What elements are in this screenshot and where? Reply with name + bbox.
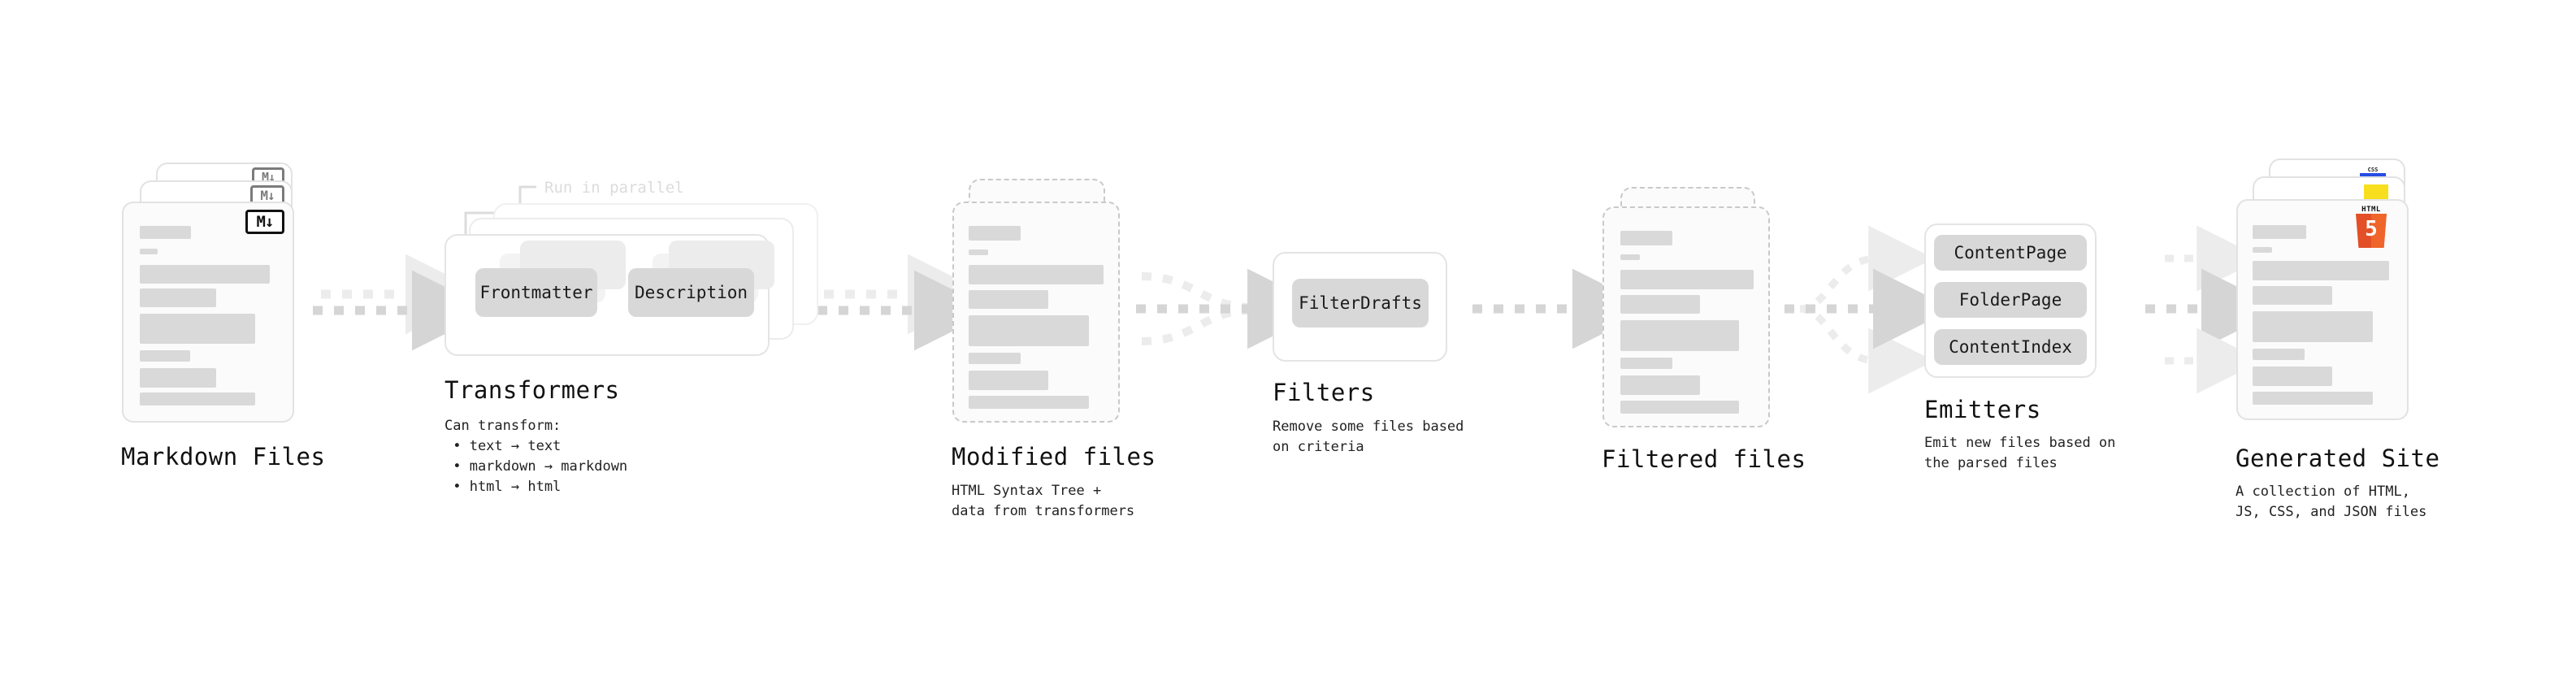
skeleton-block-4 xyxy=(2253,349,2305,360)
skeleton-block-4 xyxy=(1620,358,1672,369)
skeleton-block-1 xyxy=(140,265,270,284)
skeleton-title xyxy=(140,226,191,239)
skeleton-subtitle xyxy=(2253,247,2272,253)
generated-file-stack: CSS HTML 5 xyxy=(2236,158,2448,427)
skeleton-block-1 xyxy=(969,265,1104,284)
stage-desc-transformers: Can transform: • text → text • markdown … xyxy=(445,418,628,495)
skeleton-title xyxy=(969,226,1021,241)
stage-title-modified: Modified files xyxy=(952,443,1156,471)
skeleton-block-4 xyxy=(969,353,1021,364)
skeleton-block-3 xyxy=(969,315,1089,346)
skeleton-block-2 xyxy=(140,288,216,307)
stage-title-generated: Generated Site xyxy=(2236,445,2440,472)
stage-title-transformers: Transformers xyxy=(445,376,620,404)
skeleton-block-1 xyxy=(1620,270,1754,289)
html5-five: 5 xyxy=(2365,217,2378,241)
filter-filterdrafts[interactable]: FilterDrafts xyxy=(1292,279,1429,327)
js-icon xyxy=(2364,184,2388,201)
skeleton-block-2 xyxy=(2253,286,2332,305)
skeleton-title xyxy=(1620,231,1672,245)
stage-title-filters: Filters xyxy=(1273,379,1375,406)
skeleton-block-6 xyxy=(2253,392,2373,405)
skeleton-subtitle xyxy=(1620,254,1640,260)
stage-title-emitters: Emitters xyxy=(1924,396,2041,423)
markdown-icon-front: M↓ xyxy=(245,210,284,234)
run-in-parallel-label: Run in parallel xyxy=(544,179,684,197)
skeleton-subtitle xyxy=(969,249,988,255)
skeleton-block-2 xyxy=(969,290,1048,309)
stage-modified-files: Modified files HTML Syntax Tree + data f… xyxy=(952,179,1156,519)
html5-icon: HTML 5 xyxy=(2356,206,2387,248)
stage-filtered-files: Filtered files xyxy=(1602,187,1806,473)
skeleton-block-5 xyxy=(969,371,1048,390)
html5-shield: 5 xyxy=(2356,214,2387,248)
skeleton-block-2 xyxy=(1620,295,1700,314)
css-bar xyxy=(2360,173,2386,176)
skeleton-block-5 xyxy=(1620,375,1700,395)
file-card-front xyxy=(122,202,294,423)
arrow-emitters-to-site xyxy=(2145,225,2282,394)
skeleton-block-3 xyxy=(1620,320,1739,351)
stage-title-filtered: Filtered files xyxy=(1602,445,1806,473)
stage-generated-site: CSS HTML 5 Generated Sit xyxy=(2236,158,2448,520)
skeleton-title xyxy=(2253,225,2306,239)
skeleton-block-5 xyxy=(2253,367,2332,386)
stage-markdown-files: M↓ M↓ M↓ Markdown Files xyxy=(121,163,333,471)
skeleton-block-6 xyxy=(969,396,1089,409)
skeleton-block-5 xyxy=(140,368,216,388)
emitter-contentpage[interactable]: ContentPage xyxy=(1934,235,2087,271)
markdown-file-stack: M↓ M↓ M↓ xyxy=(122,163,333,423)
modified-file-stack xyxy=(952,179,1139,423)
emitter-contentindex[interactable]: ContentIndex xyxy=(1934,329,2087,365)
css-label: CSS xyxy=(2367,167,2379,173)
arrow-transformers-to-modified xyxy=(817,254,995,351)
stage-desc-generated: A collection of HTML, JS, CSS, and JSON … xyxy=(2236,484,2427,520)
transformer-description[interactable]: Description xyxy=(628,268,754,317)
skeleton-block-3 xyxy=(2253,311,2373,342)
filtered-file-stack xyxy=(1602,187,1789,427)
skeleton-block-1 xyxy=(2253,261,2389,280)
skeleton-block-4 xyxy=(140,350,190,362)
stage-desc-modified: HTML Syntax Tree + data from transformer… xyxy=(952,483,1135,519)
skeleton-block-6 xyxy=(1620,401,1739,414)
skeleton-block-6 xyxy=(140,393,255,406)
transformer-frontmatter[interactable]: Frontmatter xyxy=(475,268,597,317)
modified-card-front xyxy=(952,202,1120,423)
stage-title-markdown: Markdown Files xyxy=(121,443,326,471)
filtered-card-front xyxy=(1602,206,1770,427)
skeleton-block-3 xyxy=(140,314,255,344)
skeleton-subtitle xyxy=(140,249,158,254)
emitter-folderpage[interactable]: FolderPage xyxy=(1934,282,2087,318)
arrow-modified-to-filters xyxy=(1136,268,1328,349)
stage-desc-emitters: Emit new files based on the parsed files xyxy=(1924,435,2116,471)
stage-desc-filters: Remove some files based on criteria xyxy=(1273,419,1464,455)
css-icon: CSS xyxy=(2360,167,2386,176)
html5-label: HTML xyxy=(2361,206,2381,214)
arrow-filtered-to-emitters xyxy=(1785,225,1954,394)
